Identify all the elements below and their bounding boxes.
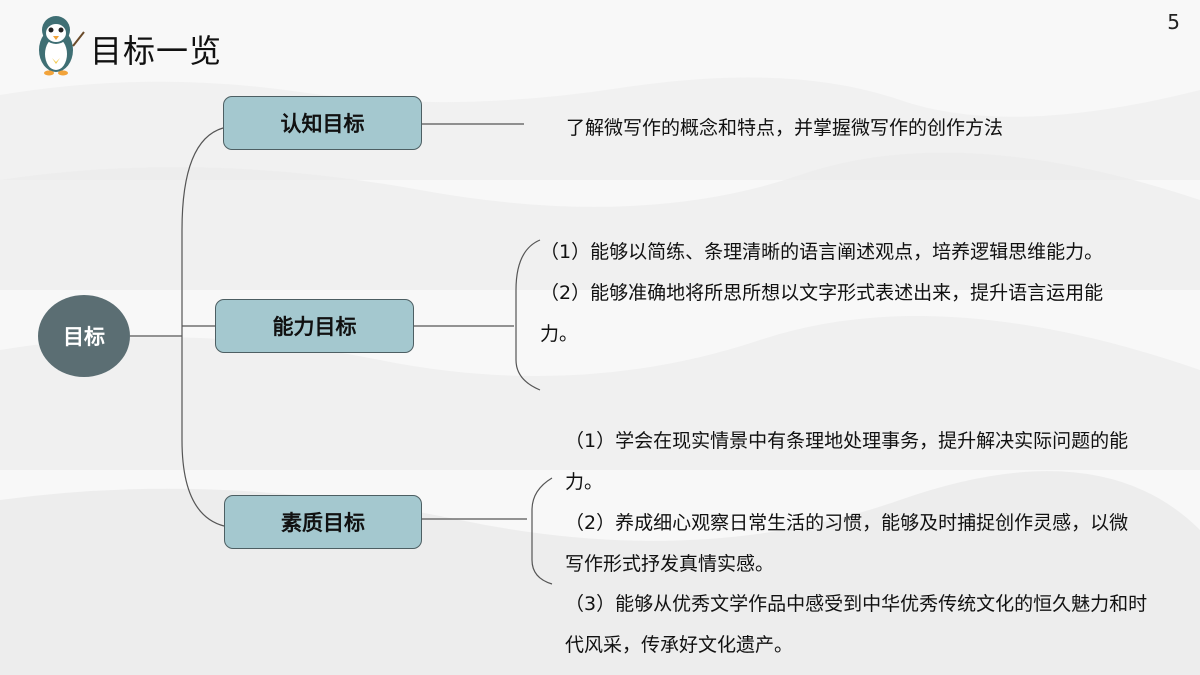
branch-node-cognitive: 认知目标 <box>223 96 422 150</box>
root-node: 目标 <box>38 295 130 377</box>
page-number: 5 <box>1167 10 1180 34</box>
cognitive-goal-text: 了解微写作的概念和特点，并掌握微写作的创作方法 <box>566 108 1106 149</box>
quality-goal-text: （1）学会在现实情景中有条理地处理事务，提升解决实际问题的能力。 （2）养成细心… <box>565 421 1145 585</box>
quality-goal-item: （1）学会在现实情景中有条理地处理事务，提升解决实际问题的能力。 <box>565 430 1129 493</box>
page-title: 目标一览 <box>90 32 223 70</box>
ability-goal-text: （1）能够以简练、条理清晰的语言阐述观点，培养逻辑思维能力。 （2）能够准确地将… <box>540 232 1120 355</box>
ability-goal-item: （1）能够以简练、条理清晰的语言阐述观点，培养逻辑思维能力。 <box>540 241 1104 263</box>
branch-node-ability: 能力目标 <box>215 299 414 353</box>
ability-goal-item: （2）能够准确地将所思所想以文字形式表述出来，提升语言运用能力。 <box>540 282 1104 345</box>
quality-goal-item: （2）养成细心观察日常生活的习惯，能够及时捕捉创作灵感，以微写作形式抒发真情实感… <box>565 512 1129 575</box>
quality-goal-text-cont: （3）能够从优秀文学作品中感受到中华优秀传统文化的恒久魅力和时代风采，传承好文化… <box>565 584 1155 666</box>
quality-goal-item: （3）能够从优秀文学作品中感受到中华优秀传统文化的恒久魅力和时代风采，传承好文化… <box>565 593 1148 656</box>
branch-node-quality: 素质目标 <box>224 495 422 549</box>
cognitive-goal-item: 了解微写作的概念和特点，并掌握微写作的创作方法 <box>566 117 1004 139</box>
penguin-mascot-icon <box>39 16 85 76</box>
